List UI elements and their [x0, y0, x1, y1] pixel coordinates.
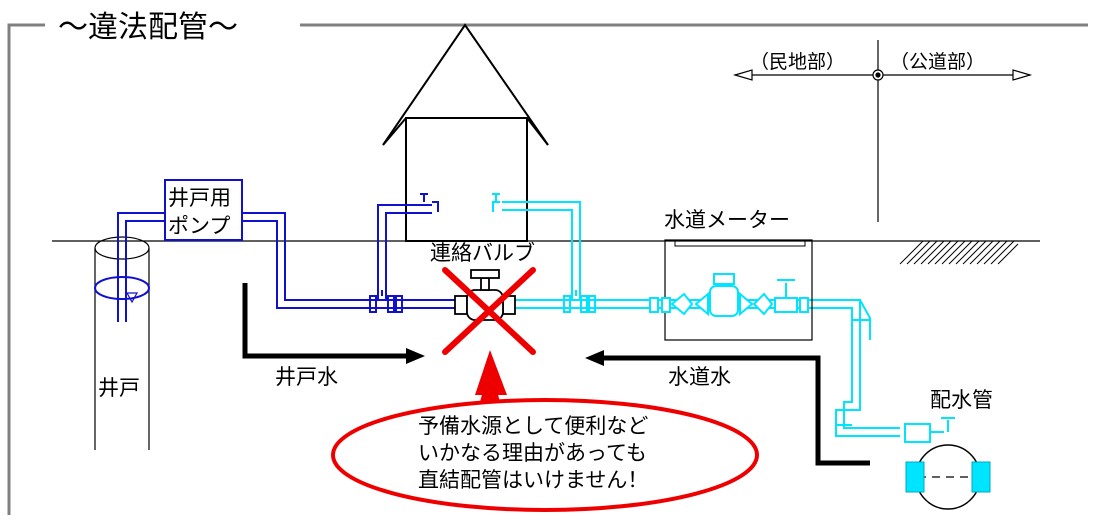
tap-water-arrow [585, 350, 870, 466]
warning-callout [331, 350, 759, 512]
house [382, 23, 549, 242]
pump-label-line2: ポンプ [168, 214, 230, 238]
well-water-arrow [242, 283, 425, 364]
well-label: 井戸 [98, 376, 140, 400]
well [94, 236, 150, 450]
warning-line-2: いかなる理由があっても [418, 441, 647, 465]
well-pipe [117, 204, 455, 322]
well-water-label: 井戸水 [275, 365, 338, 389]
water-meter-label: 水道メーター [664, 208, 790, 232]
water-meter-assembly [649, 273, 809, 317]
meter-box-lid [674, 239, 806, 247]
frame [7, 23, 1088, 515]
prohibited-x [442, 267, 536, 355]
indoor-faucet-well [420, 193, 439, 212]
warning-line-1: 予備水源として便利など [418, 414, 648, 438]
public-road-label: （公道部） [890, 51, 985, 73]
well-water-level [94, 276, 150, 304]
ground-hatch [899, 240, 1019, 265]
connection-valve-label: 連絡バルブ [430, 241, 535, 265]
indoor-faucet-water [492, 193, 500, 212]
private-land-label: （民地部） [750, 51, 845, 73]
pump-label-line1: 井戸用 [168, 186, 231, 210]
distribution-main-label: 配水管 [930, 388, 993, 412]
title: ～違法配管～ [58, 10, 238, 45]
well-pump [164, 179, 243, 241]
boundary-marker [732, 40, 1033, 222]
distribution-main [905, 444, 991, 510]
warning-line-3: 直結配管はいけません！ [418, 468, 648, 492]
tap-water-label: 水道水 [668, 365, 731, 389]
